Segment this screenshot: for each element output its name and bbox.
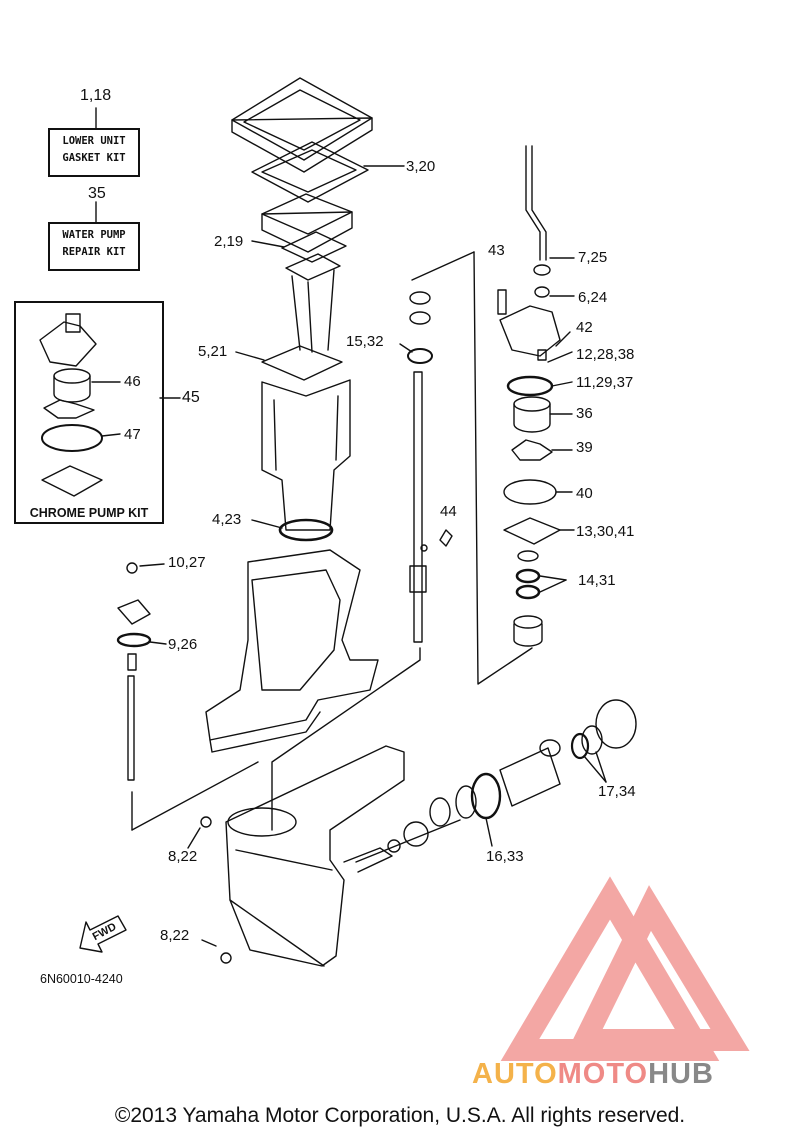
copyright-notice: ©2013 Yamaha Motor Corporation, U.S.A. A… <box>114 1104 686 1127</box>
callout-36: 36 <box>576 405 593 422</box>
watermark-auto: AUTO <box>472 1058 558 1090</box>
kit-ref-chrome: 45 <box>182 389 200 406</box>
watermark-text: AUTOMOTOHUB <box>472 1058 714 1091</box>
upper-cover-plate <box>231 77 373 173</box>
callout-42: 42 <box>576 319 593 336</box>
lower-unit-gasket-kit-box: LOWER UNIT GASKET KIT <box>48 128 140 177</box>
gasket-3-20 <box>251 141 405 203</box>
water-pump-repair-kit-box: WATER PUMP REPAIR KIT <box>48 222 140 271</box>
callout-47: 47 <box>124 426 141 443</box>
callout-40: 40 <box>576 485 593 502</box>
callout-8-22-lower: 8,22 <box>160 927 190 944</box>
drain-bolts <box>187 816 232 964</box>
gasket-kit-line2: GASKET KIT <box>62 152 126 164</box>
callout-13-30-41: 13,30,41 <box>576 523 635 540</box>
callout-43: 43 <box>488 242 505 259</box>
fwd-arrow-icon <box>79 915 127 953</box>
callout-3-20: 3,20 <box>406 158 436 175</box>
watermark-logo <box>500 876 750 1061</box>
callout-12-28-38: 12,28,38 <box>576 346 635 363</box>
lower-casing <box>205 549 379 753</box>
chrome-pump-kit-box: CHROME PUMP KIT <box>14 301 164 524</box>
gasket-5-21 <box>235 345 343 381</box>
callout-17-34: 17,34 <box>598 783 636 800</box>
callout-44: 44 <box>440 503 457 520</box>
gasket-4-23 <box>251 518 334 542</box>
callout-9-26: 9,26 <box>168 636 198 653</box>
watermark-moto: MOTO <box>557 1058 649 1090</box>
callout-14-31: 14,31 <box>578 572 616 589</box>
callout-4-23: 4,23 <box>212 511 242 528</box>
chrome-pump-parts <box>39 313 121 497</box>
water-pump-stack <box>497 145 575 647</box>
drive-shaft <box>399 291 453 643</box>
callout-8-22-upper: 8,22 <box>168 848 198 865</box>
callout-46: 46 <box>124 373 141 390</box>
callout-7-25: 7,25 <box>578 249 608 266</box>
callout-6-24: 6,24 <box>578 289 608 306</box>
callout-15-32: 15,32 <box>346 333 384 350</box>
callout-39: 39 <box>576 439 593 456</box>
upper-block <box>261 193 353 253</box>
chrome-pump-kit-caption: CHROME PUMP KIT <box>29 506 149 520</box>
upper-casing <box>261 379 351 531</box>
watermark-hub: HUB <box>648 1058 714 1090</box>
water-pump-kit-line1: WATER PUMP <box>62 229 126 241</box>
assembly-frame <box>131 251 533 831</box>
shift-rod <box>116 562 167 781</box>
callout-5-21: 5,21 <box>198 343 228 360</box>
gasket-2-19 <box>251 231 347 263</box>
exhaust-guide <box>285 253 341 353</box>
kit-ref-water-pump: 35 <box>88 185 106 202</box>
callout-2-19: 2,19 <box>214 233 244 250</box>
propeller-shaft-assembly <box>355 699 637 863</box>
gear-case <box>225 745 405 967</box>
diagram-code: 6N60010-4240 <box>40 972 123 986</box>
callout-10-27: 10,27 <box>168 554 206 571</box>
callout-16-33: 16,33 <box>486 848 524 865</box>
kit-ref-gasket: 1,18 <box>80 87 112 104</box>
callout-11-29-37: 11,29,37 <box>576 374 634 391</box>
gasket-kit-line1: LOWER UNIT <box>62 135 126 147</box>
water-pump-kit-line2: REPAIR KIT <box>62 246 126 258</box>
